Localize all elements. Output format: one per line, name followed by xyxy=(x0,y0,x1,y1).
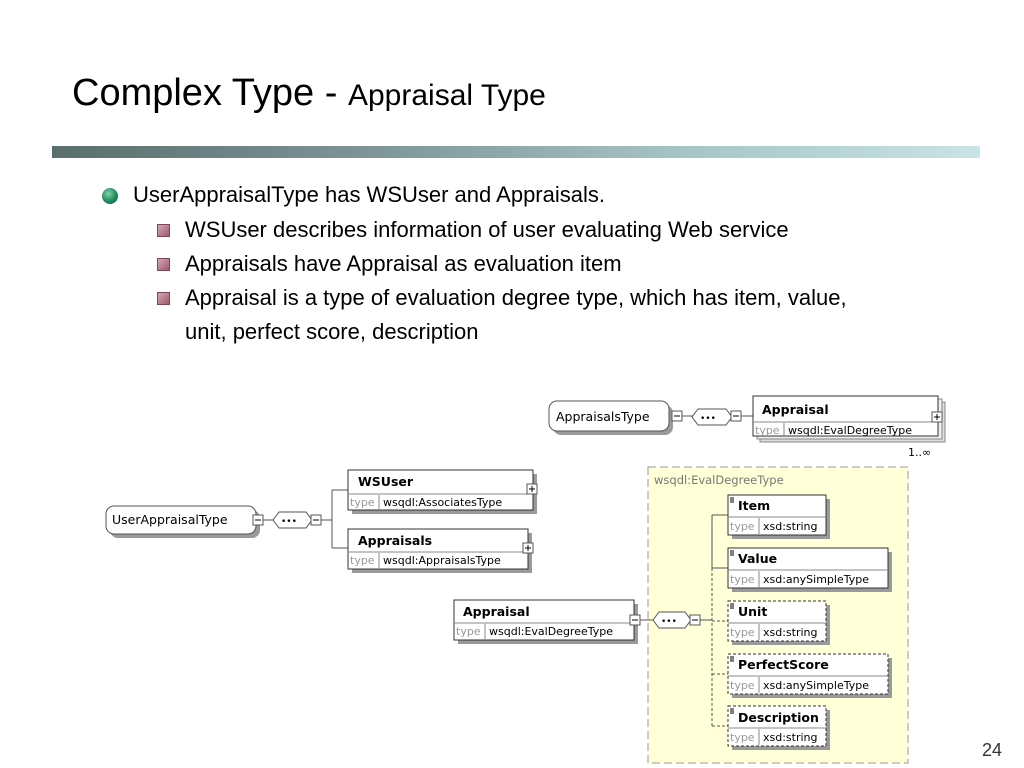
collapse-icon[interactable] xyxy=(689,614,701,626)
svg-text:Value: Value xyxy=(738,551,777,566)
expand-icon[interactable] xyxy=(522,542,534,554)
svg-text:Appraisal: Appraisal xyxy=(463,604,530,619)
item-element-node: Item type xsd:string xyxy=(727,494,827,536)
expand-icon[interactable] xyxy=(931,411,943,423)
sequence-compositor-icon: ••• xyxy=(272,511,313,529)
sequence-compositor-icon: ••• xyxy=(691,408,733,426)
svg-text:xsd:string: xsd:string xyxy=(763,520,818,533)
bullet-level2: Appraisals have Appraisal as evaluation … xyxy=(185,251,622,276)
svg-text:Item: Item xyxy=(738,498,770,513)
svg-text:wsqdl:EvalDegreeType: wsqdl:EvalDegreeType xyxy=(788,424,912,437)
collapse-icon[interactable] xyxy=(629,614,641,626)
svg-text:•••: ••• xyxy=(700,414,716,424)
user-appraisal-type-node: UserAppraisalType xyxy=(105,505,260,538)
svg-text:type: type xyxy=(730,679,755,692)
svg-text:Appraisal: Appraisal xyxy=(762,402,829,417)
unit-element-node: Unit type xsd:string xyxy=(727,600,827,642)
appraisal-root-node: Appraisal type wsqdl:EvalDegreeType xyxy=(453,599,635,641)
svg-text:Appraisals: Appraisals xyxy=(358,533,432,548)
appraisals-element-node: Appraisals type wsqdl:AppraisalsType xyxy=(347,528,529,570)
bullet-square-icon xyxy=(157,292,170,305)
wsuser-element-node: WSUser type wsqdl:AssociatesType xyxy=(347,469,534,511)
cardinality-label: 1..∞ xyxy=(908,446,931,459)
page-number: 24 xyxy=(981,740,1002,760)
collapse-icon[interactable] xyxy=(671,410,683,422)
svg-text:xsd:string: xsd:string xyxy=(763,731,818,744)
collapse-icon[interactable] xyxy=(252,514,264,526)
svg-text:xsd:string: xsd:string xyxy=(763,626,818,639)
slide-title: Complex Type - Appraisal Type xyxy=(72,72,546,115)
svg-text:xsd:anySimpleType: xsd:anySimpleType xyxy=(763,679,869,692)
svg-text:type: type xyxy=(730,731,755,744)
sequence-compositor-icon: ••• xyxy=(652,611,692,629)
appraisals-type-node: AppraisalsType xyxy=(548,400,673,435)
svg-text:type: type xyxy=(456,625,481,638)
svg-text:WSUser: WSUser xyxy=(358,474,414,489)
svg-text:Description: Description xyxy=(738,710,819,725)
container-label: wsqdl:EvalDegreeType xyxy=(654,473,784,487)
svg-text:type: type xyxy=(730,520,755,533)
svg-text:type: type xyxy=(755,424,780,437)
description-element-node: Description type xsd:string xyxy=(727,705,827,747)
svg-text:xsd:anySimpleType: xsd:anySimpleType xyxy=(763,573,869,586)
svg-text:wsqdl:AppraisalsType: wsqdl:AppraisalsType xyxy=(383,554,501,567)
svg-text:•••: ••• xyxy=(281,517,297,527)
svg-text:Unit: Unit xyxy=(738,604,767,619)
svg-text:UserAppraisalType: UserAppraisalType xyxy=(112,512,228,527)
perfect-score-element-node: PerfectScore type xsd:anySimpleType xyxy=(727,653,889,695)
slide-title-main: Complex Type - xyxy=(72,72,348,114)
value-element-node: Value type xsd:anySimpleType xyxy=(727,547,889,589)
appraisals-type-label: AppraisalsType xyxy=(556,409,650,424)
svg-text:type: type xyxy=(730,626,755,639)
appraisal-element-node: Appraisal type wsqdl:EvalDegreeType xyxy=(752,395,939,437)
bullet-level2: WSUser describes information of user eva… xyxy=(185,217,789,242)
title-divider xyxy=(52,146,980,158)
svg-text:•••: ••• xyxy=(661,617,677,627)
svg-text:type: type xyxy=(730,573,755,586)
collapse-icon[interactable] xyxy=(310,514,322,526)
svg-text:type: type xyxy=(350,554,375,567)
bullet-level2-continuation: unit, perfect score, description xyxy=(185,319,479,344)
svg-text:type: type xyxy=(350,496,375,509)
expand-icon[interactable] xyxy=(526,483,538,495)
svg-text:PerfectScore: PerfectScore xyxy=(738,657,829,672)
bullet-square-icon xyxy=(157,258,170,271)
svg-text:wsqdl:EvalDegreeType: wsqdl:EvalDegreeType xyxy=(489,625,613,638)
bullet-square-icon xyxy=(157,224,170,237)
bullet-level2: Appraisal is a type of evaluation degree… xyxy=(185,285,847,310)
svg-text:wsqdl:AssociatesType: wsqdl:AssociatesType xyxy=(383,496,502,509)
slide-title-sub: Appraisal Type xyxy=(347,79,546,112)
bullet-sphere-icon xyxy=(102,188,118,204)
bullet-level1: UserAppraisalType has WSUser and Apprais… xyxy=(133,182,605,207)
collapse-icon[interactable] xyxy=(730,410,742,422)
